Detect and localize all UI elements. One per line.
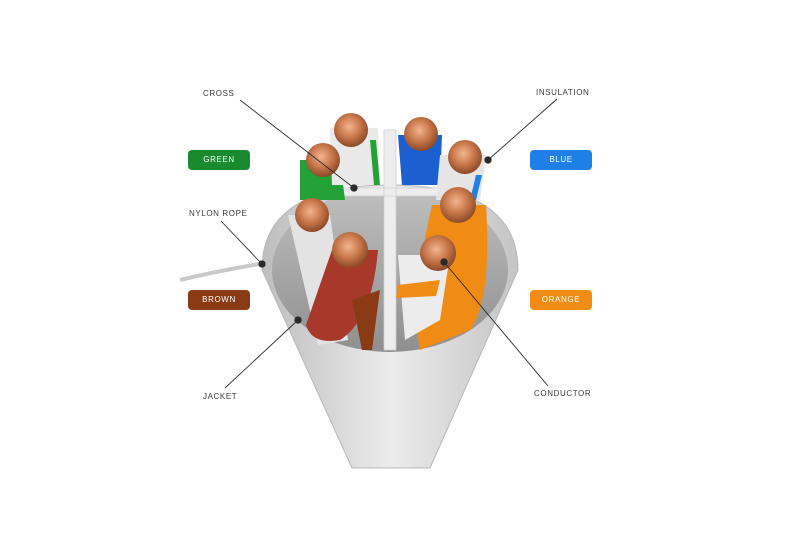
conductor-orange-white xyxy=(420,235,456,271)
brown-stripe xyxy=(352,290,380,350)
leader-jacket xyxy=(224,319,299,389)
conductor-brown-white xyxy=(295,198,329,232)
conductor-brown xyxy=(332,232,368,268)
leader-insulation xyxy=(487,98,558,161)
leader-cross-dot xyxy=(350,184,358,192)
label-conductor: CONDUCTOR xyxy=(534,389,592,398)
orange-stripe xyxy=(396,280,440,298)
conductor-green-white xyxy=(334,113,368,147)
conductor-orange xyxy=(440,187,476,223)
label-cross: CROSS xyxy=(203,89,235,98)
leader-insulation-dot xyxy=(484,156,492,164)
leader-lines xyxy=(220,98,558,389)
tag-green: GREEN xyxy=(188,150,250,170)
leader-conductor xyxy=(443,261,549,387)
leader-cross xyxy=(239,99,355,189)
wire-orange-white xyxy=(398,255,450,340)
leader-nylon-rope-dot xyxy=(258,260,266,268)
conductor-blue xyxy=(404,117,438,151)
blue-stripe xyxy=(470,175,482,200)
leader-conductor-dot xyxy=(440,258,448,266)
green-stripe xyxy=(370,140,380,185)
label-insulation: INSULATION xyxy=(536,88,590,97)
conductor-green xyxy=(306,143,340,177)
conductor-blue-white xyxy=(448,140,482,174)
label-nylon-rope: NYLON ROPE xyxy=(189,209,248,218)
tag-brown: BROWN xyxy=(188,290,250,310)
label-jacket: JACKET xyxy=(203,392,238,401)
tag-blue: BLUE xyxy=(530,150,592,170)
tag-orange: ORANGE xyxy=(530,290,592,310)
leader-nylon-rope xyxy=(220,220,263,265)
leader-jacket-dot xyxy=(294,316,302,324)
